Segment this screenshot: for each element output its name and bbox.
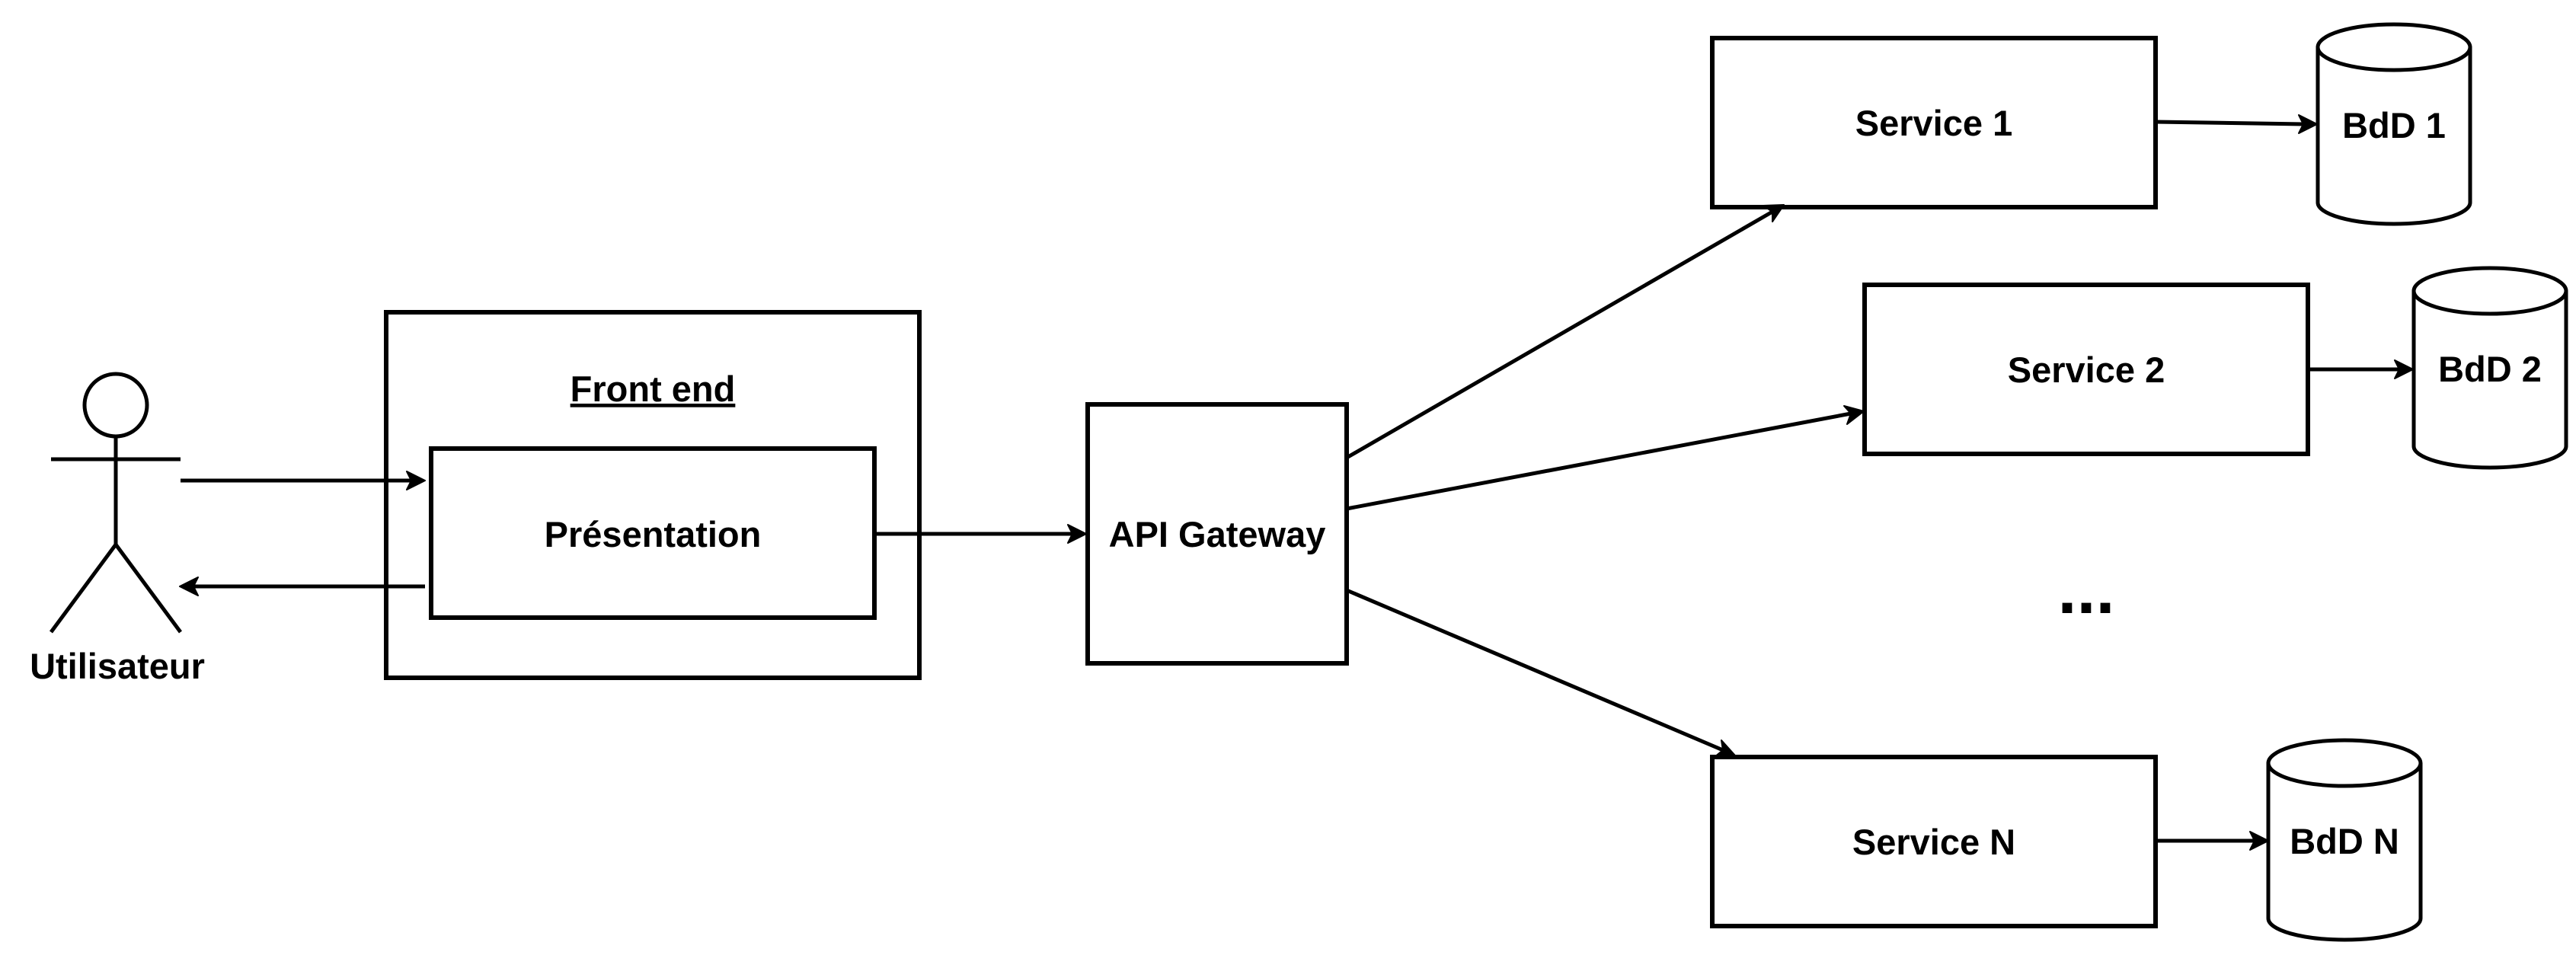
- edge-user-to-presentation: [181, 471, 426, 490]
- actor-left-leg: [49, 543, 118, 634]
- edge-gateway-to-service-n: [1346, 588, 1736, 758]
- edge-gateway-to-service-1: [1345, 204, 1785, 460]
- service-n-node: Service N: [1710, 755, 2158, 928]
- frontend-label: Front end: [570, 369, 736, 409]
- edge-presentation-to-gateway: [874, 524, 1087, 544]
- service-n-label: Service N: [1852, 822, 2015, 862]
- service-2-label: Service 2: [2008, 350, 2165, 390]
- database-n-body: [2266, 763, 2423, 942]
- presentation-label: Présentation: [545, 514, 762, 554]
- presentation-node: Présentation: [429, 446, 877, 620]
- api-gateway-node: API Gateway: [1085, 402, 1349, 666]
- database-2-label: BdD 2: [2438, 349, 2542, 389]
- database-2-top: [2411, 266, 2568, 316]
- database-n-top: [2266, 738, 2423, 788]
- service-2-node: Service 2: [1862, 283, 2310, 456]
- actor-right-leg: [113, 543, 183, 634]
- database-1-label: BdD 1: [2342, 105, 2446, 145]
- actor-head: [82, 372, 149, 439]
- edge-gateway-to-service-2: [1346, 405, 1865, 511]
- edge-service-n-to-db-n: [2156, 831, 2269, 851]
- service-1-node: Service 1: [1710, 36, 2158, 209]
- edge-service-1-to-db-1: [2155, 114, 2318, 134]
- database-2: BdD 2: [2411, 266, 2568, 470]
- service-1-label: Service 1: [1855, 103, 2012, 143]
- database-1-body: [2316, 47, 2472, 226]
- services-ellipsis: ...: [2057, 552, 2114, 628]
- edge-service-2-to-db-2: [2308, 359, 2414, 379]
- database-1: BdD 1: [2316, 22, 2472, 226]
- database-2-body: [2411, 291, 2568, 470]
- service-n-box: [1710, 755, 2158, 928]
- database-n-label: BdD N: [2290, 821, 2399, 861]
- edge-presentation-to-user: [179, 577, 425, 596]
- actor-label: Utilisateur: [30, 646, 205, 686]
- api-gateway-label: API Gateway: [1109, 514, 1326, 554]
- database-1-top: [2316, 22, 2472, 72]
- actor-utilisateur: Utilisateur: [30, 372, 205, 686]
- database-n: BdD N: [2266, 738, 2423, 942]
- api-gateway-box: [1085, 402, 1349, 666]
- presentation-box: [429, 446, 877, 620]
- service-2-box: [1862, 283, 2310, 456]
